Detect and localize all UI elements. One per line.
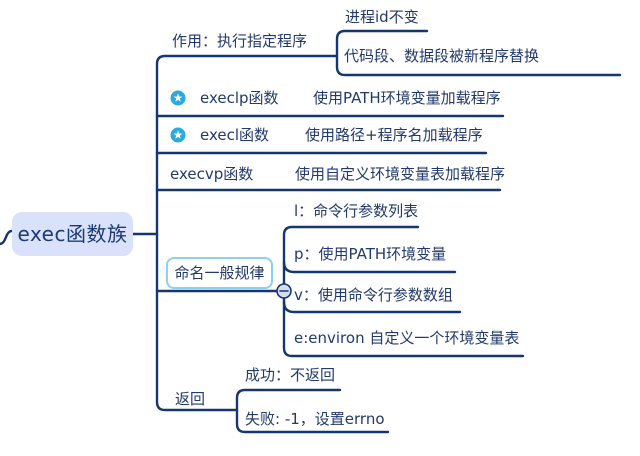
node-rule-l[interactable]: l：命令行参数列表 xyxy=(294,202,419,220)
node-rule-p[interactable]: p：使用PATH环境变量 xyxy=(294,245,447,263)
root-label: exec函数族 xyxy=(17,221,128,246)
node-naming-rules[interactable]: 命名一般规律 xyxy=(166,257,273,289)
node-rule-e[interactable]: e:environ 自定义一个环境变量表 xyxy=(294,329,520,347)
root-tail-connector xyxy=(0,229,15,246)
main-trunk xyxy=(155,54,339,412)
node-purpose[interactable]: 作用：执行指定程序 xyxy=(172,32,308,50)
node-root[interactable]: exec函数族 xyxy=(12,212,133,256)
star-icon[interactable] xyxy=(170,90,186,106)
node-execvp[interactable]: execvp函数 xyxy=(170,165,254,183)
node-execl-desc[interactable]: 使用路径+程序名加载程序 xyxy=(305,126,483,144)
node-return-fail[interactable]: 失败: -1，设置errno xyxy=(245,410,385,428)
node-execlp-desc[interactable]: 使用PATH环境变量加载程序 xyxy=(313,89,501,107)
node-execlp[interactable]: execlp函数 xyxy=(200,89,279,107)
naming-child-v-fork xyxy=(282,300,462,314)
node-return-success[interactable]: 成功：不返回 xyxy=(245,366,336,384)
node-return[interactable]: 返回 xyxy=(175,390,206,408)
star-icon[interactable] xyxy=(170,127,186,143)
node-execl[interactable]: execl函数 xyxy=(200,126,270,144)
naming-child-p-fork xyxy=(282,260,457,274)
node-rule-v[interactable]: v：使用命令行参数数组 xyxy=(294,286,453,304)
purpose-children-bracket xyxy=(335,29,622,77)
collapse-toggle[interactable] xyxy=(276,283,292,299)
return-children-bracket xyxy=(235,388,390,434)
node-code-segment-replaced[interactable]: 代码段、数据段被新程序替换 xyxy=(344,47,540,65)
node-execvp-desc[interactable]: 使用自定义环境变量表加载程序 xyxy=(295,165,506,183)
node-pid-unchanged[interactable]: 进程id不变 xyxy=(345,8,419,26)
naming-rules-label: 命名一般规律 xyxy=(174,263,265,282)
